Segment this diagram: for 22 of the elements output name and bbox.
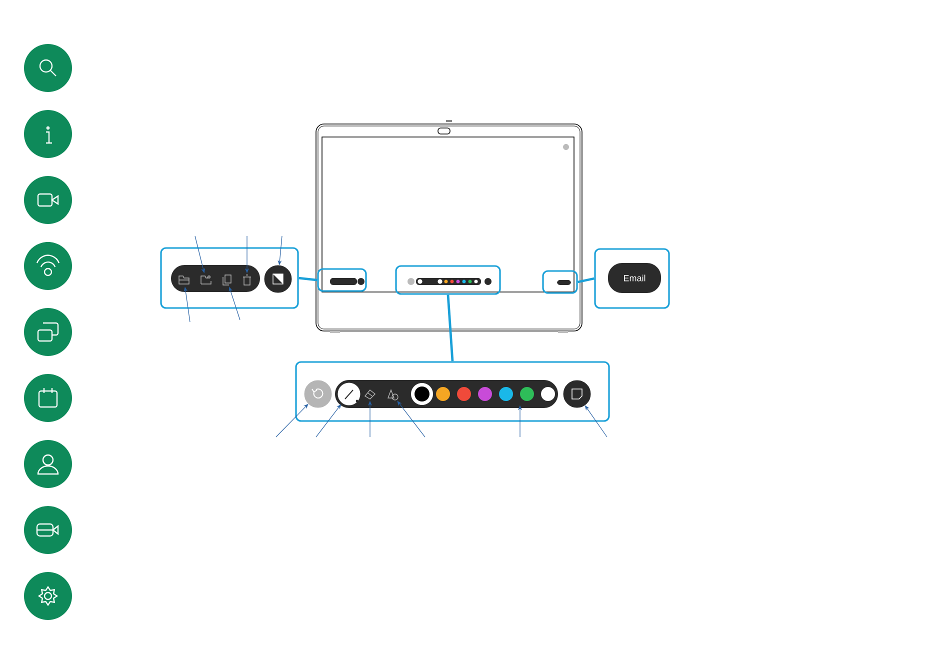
new-folder-icon xyxy=(200,274,212,284)
email-button: Email xyxy=(608,263,661,293)
shape-icon xyxy=(388,390,398,400)
undo-button xyxy=(304,380,332,408)
connector-line xyxy=(578,277,594,284)
callout-box xyxy=(317,268,367,292)
trash-icon xyxy=(242,274,252,286)
callout-box xyxy=(594,248,670,309)
connector-line xyxy=(298,276,318,282)
callout-box xyxy=(395,265,501,295)
folder-icon xyxy=(178,276,190,284)
color-swatches xyxy=(411,383,555,405)
pen-button xyxy=(336,381,362,407)
arrow xyxy=(316,404,342,438)
note-button xyxy=(563,380,591,408)
connector-line xyxy=(446,294,454,362)
callout-box xyxy=(160,247,299,309)
copy-icon xyxy=(222,274,232,286)
callout-box xyxy=(295,361,610,422)
corner-button xyxy=(264,265,292,293)
callout-box xyxy=(542,270,578,294)
eraser-icon xyxy=(364,390,376,400)
